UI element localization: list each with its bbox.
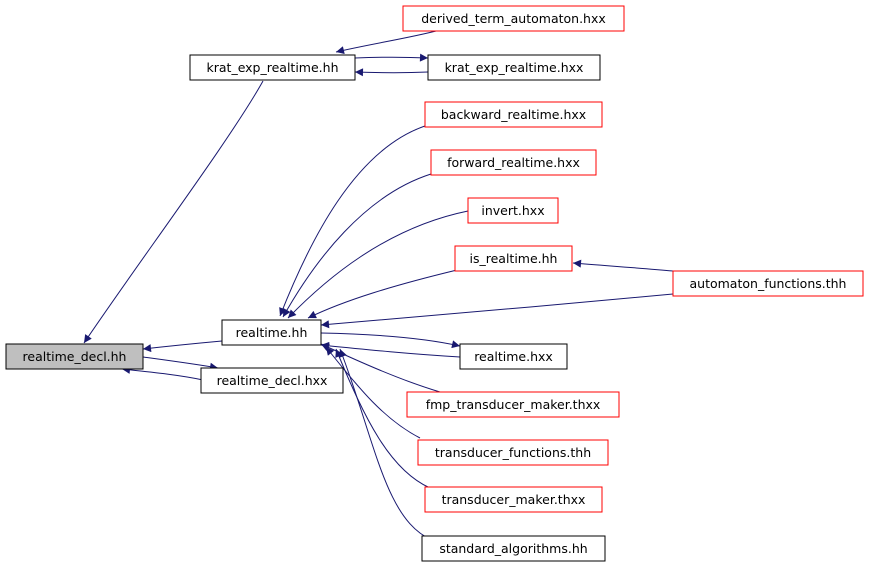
edge-automaton-functions-thh-to-realtime-hh: [320, 293, 674, 329]
node-label: realtime.hxx: [474, 349, 553, 364]
node-realtime-hxx[interactable]: realtime.hxx: [459, 343, 568, 370]
node-label: realtime.hh: [236, 325, 308, 340]
node-forward-realtime-hxx[interactable]: forward_realtime.hxx: [430, 149, 597, 176]
node-realtime-decl-hh[interactable]: realtime_decl.hh: [5, 343, 144, 370]
edge-invert-hxx-to-realtime-hh: [287, 210, 469, 319]
node-label: krat_exp_realtime.hxx: [445, 60, 584, 75]
edge-forward-realtime-hxx-to-realtime-hh: [282, 173, 432, 318]
node-krat-exp-realtime-hxx[interactable]: krat_exp_realtime.hxx: [427, 54, 601, 81]
edge-realtime-decl-hxx-to-realtime-decl-hh: [121, 365, 204, 381]
node-label: realtime_decl.hh: [23, 349, 127, 364]
edge-backward-realtime-hxx-to-realtime-hh: [279, 125, 426, 317]
edge-realtime-decl-hh-to-realtime-decl-hxx: [142, 356, 219, 371]
node-krat-exp-realtime-hh[interactable]: krat_exp_realtime.hh: [189, 54, 356, 81]
node-label: fmp_transducer_maker.thxx: [426, 397, 601, 412]
node-derived-term-automaton-hxx[interactable]: derived_term_automaton.hxx: [402, 5, 625, 32]
node-label: automaton_functions.thh: [690, 276, 847, 291]
edge-krat-exp-realtime-hh-to-krat-exp-realtime-hxx: [354, 53, 429, 62]
node-label: krat_exp_realtime.hh: [207, 60, 339, 75]
node-automaton-functions-thh[interactable]: automaton_functions.thh: [672, 270, 864, 297]
edge-derived-term-automaton-hxx-to-krat-exp-realtime-hh: [335, 29, 441, 55]
node-transducer-functions-thh[interactable]: transducer_functions.thh: [417, 439, 609, 466]
node-backward-realtime-hxx[interactable]: backward_realtime.hxx: [424, 101, 603, 128]
node-label: is_realtime.hh: [470, 251, 558, 266]
node-label: invert.hxx: [481, 203, 544, 218]
node-label: transducer_maker.thxx: [442, 492, 586, 507]
edge-realtime-hh-to-realtime-decl-hh: [142, 340, 223, 353]
edge-transducer-functions-thh-to-realtime-hh: [325, 346, 421, 439]
edge-krat-exp-realtime-hxx-to-krat-exp-realtime-hh: [354, 68, 429, 77]
node-label: forward_realtime.hxx: [447, 155, 580, 170]
edge-is-realtime-hh-to-realtime-hh: [307, 269, 458, 319]
node-label: realtime_decl.hxx: [217, 373, 328, 388]
edge-standard-algorithms-hh-to-realtime-hh: [339, 348, 433, 541]
node-realtime-hh[interactable]: realtime.hh: [221, 319, 322, 346]
node-label: standard_algorithms.hh: [439, 541, 587, 556]
node-realtime-decl-hxx[interactable]: realtime_decl.hxx: [200, 367, 344, 394]
node-label: backward_realtime.hxx: [441, 107, 586, 122]
node-label: derived_term_automaton.hxx: [421, 11, 606, 26]
edge-transducer-maker-thxx-to-realtime-hh: [335, 348, 431, 489]
node-fmp-transducer-maker-thxx[interactable]: fmp_transducer_maker.thxx: [406, 391, 620, 418]
node-transducer-maker-thxx[interactable]: transducer_maker.thxx: [424, 486, 603, 513]
edge-automaton-functions-thh-to-is-realtime-hh: [572, 259, 674, 272]
edge-realtime-hxx-to-realtime-hh: [320, 341, 461, 358]
edge-realtime-hh-to-realtime-hxx: [320, 332, 461, 349]
node-standard-algorithms-hh[interactable]: standard_algorithms.hh: [421, 535, 606, 562]
node-is-realtime-hh[interactable]: is_realtime.hh: [454, 245, 573, 272]
edge-krat-exp-realtime-hh-to-realtime-decl-hh: [83, 80, 264, 344]
node-label: transducer_functions.thh: [435, 445, 591, 460]
node-invert-hxx[interactable]: invert.hxx: [467, 197, 559, 224]
